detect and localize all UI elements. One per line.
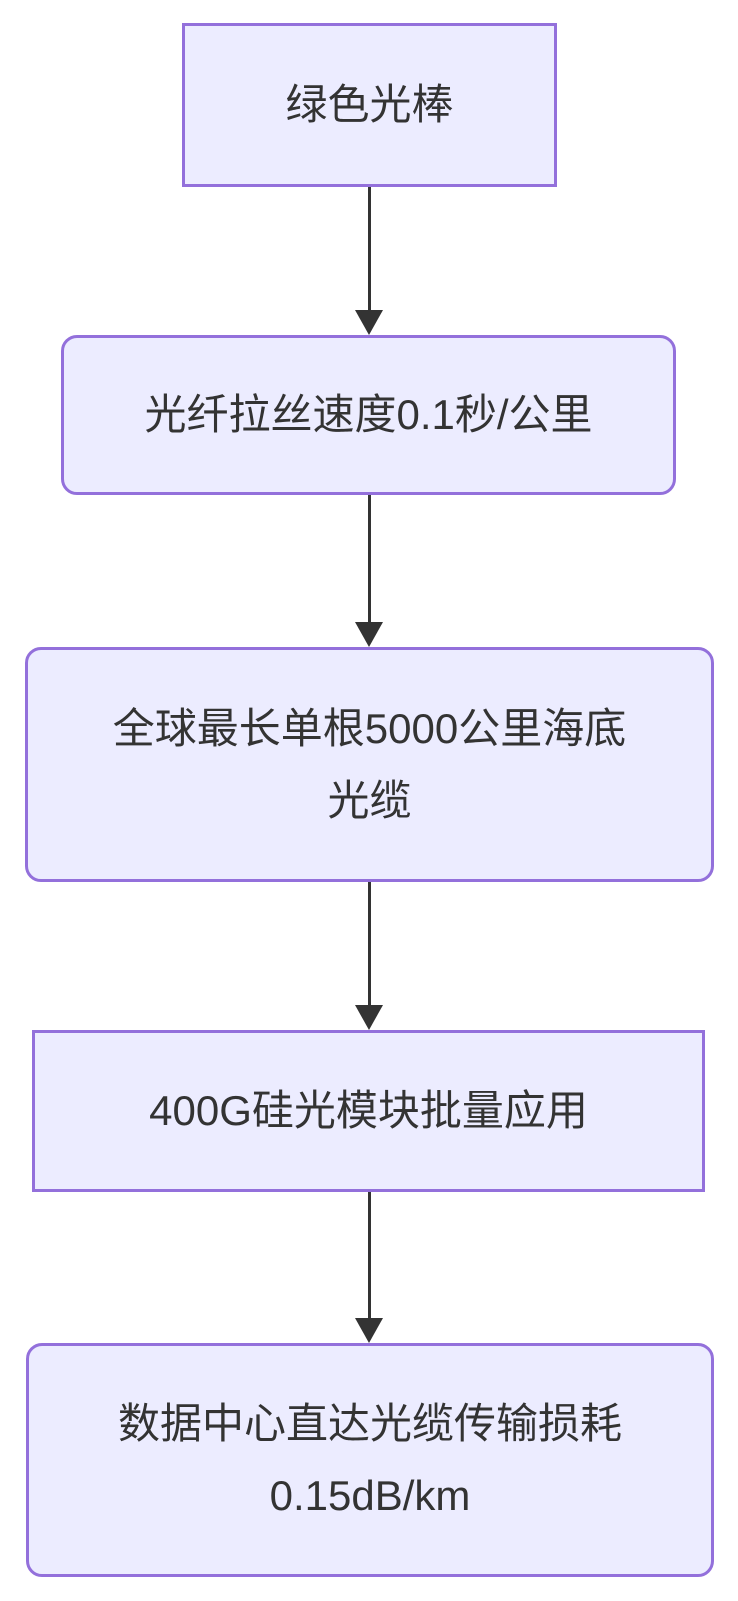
flowchart-node-400g-module: 400G硅光模块批量应用 [32, 1030, 705, 1192]
arrow-line [367, 1192, 371, 1323]
node-label: 光纤拉丝速度0.1秒/公里 [144, 391, 593, 438]
arrow-connector [355, 1192, 383, 1343]
arrow-down-icon [355, 622, 383, 647]
flowchart-node-fiber-draw-speed: 光纤拉丝速度0.1秒/公里 [61, 335, 676, 495]
arrow-down-icon [355, 1005, 383, 1030]
flowchart-node-datacenter-loss: 数据中心直达光缆传输损耗 0.15dB/km [26, 1343, 714, 1577]
node-label: 绿色光棒 [285, 81, 454, 128]
arrow-line [367, 495, 371, 627]
arrow-line [367, 882, 371, 1010]
node-label-line-1: 全球最长单根5000公里海底 [112, 704, 627, 752]
arrow-connector [355, 882, 383, 1030]
arrow-connector [355, 495, 383, 647]
node-label-line-2: 光缆 [327, 776, 412, 824]
node-label-line-1: 数据中心直达光缆传输损耗 [117, 1400, 622, 1447]
flowchart-node-undersea-cable: 全球最长单根5000公里海底 光缆 [25, 647, 714, 882]
arrow-line [367, 187, 371, 315]
arrow-connector [355, 187, 383, 335]
arrow-down-icon [355, 1318, 383, 1343]
arrow-down-icon [355, 310, 383, 335]
flowchart-node-green-rod: 绿色光棒 [182, 23, 557, 187]
node-label-line-2: 0.15dB/km [269, 1472, 471, 1519]
node-label: 400G硅光模块批量应用 [149, 1087, 588, 1134]
